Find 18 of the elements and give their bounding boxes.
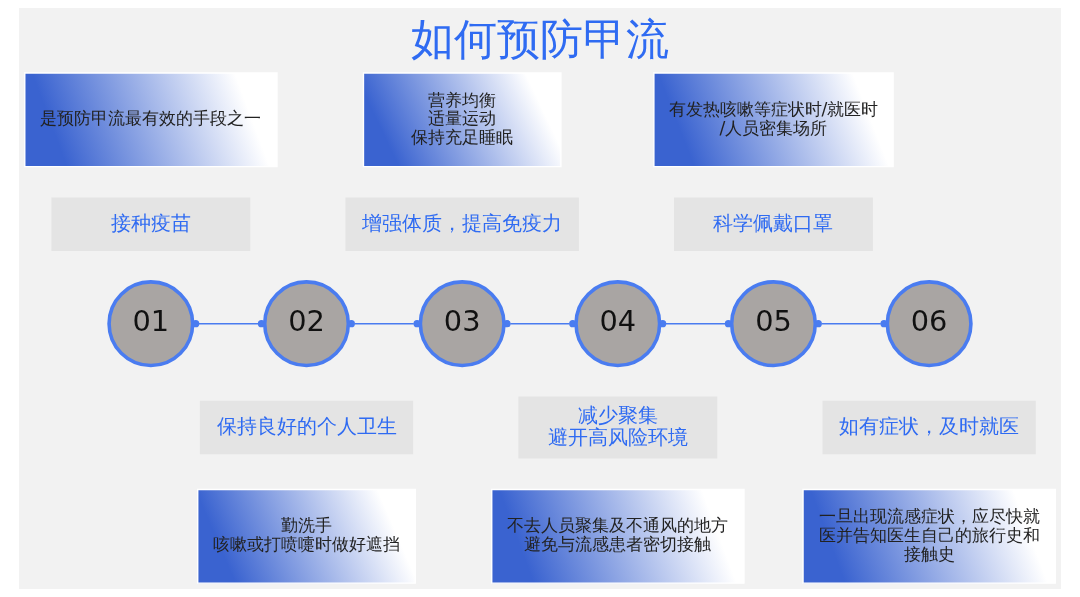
node-box: 营养均衡 适量运动 保持充足睡眠	[362, 72, 562, 168]
diagram-title: 如何预防甲流	[411, 14, 669, 65]
node-box: 勤洗手 咳嗽或打喷嚏时做好遮挡	[197, 488, 417, 584]
connector	[814, 320, 888, 328]
node-circle: 06	[885, 280, 973, 368]
connector	[659, 320, 732, 328]
node-box: 一旦出现流感症状，应尽快就医并告知医生自己的旅行史和接触史	[802, 488, 1056, 584]
node-circle: 01	[107, 280, 195, 368]
node-circle: 05	[729, 280, 818, 368]
node-circle: 02	[262, 280, 351, 368]
node-circle: 04	[574, 280, 662, 368]
node-circle: 03	[418, 280, 506, 368]
node-box: 不去人员聚集及不通风的地方 避免与流感患者密切接触	[491, 488, 745, 584]
connector	[192, 320, 266, 328]
connector	[347, 320, 421, 328]
node-box: 有发热咳嗽等症状时/就医时/人员密集场所	[653, 72, 894, 168]
node-box: 是预防甲流最有效的手段之一	[24, 72, 278, 168]
connector	[503, 320, 577, 328]
